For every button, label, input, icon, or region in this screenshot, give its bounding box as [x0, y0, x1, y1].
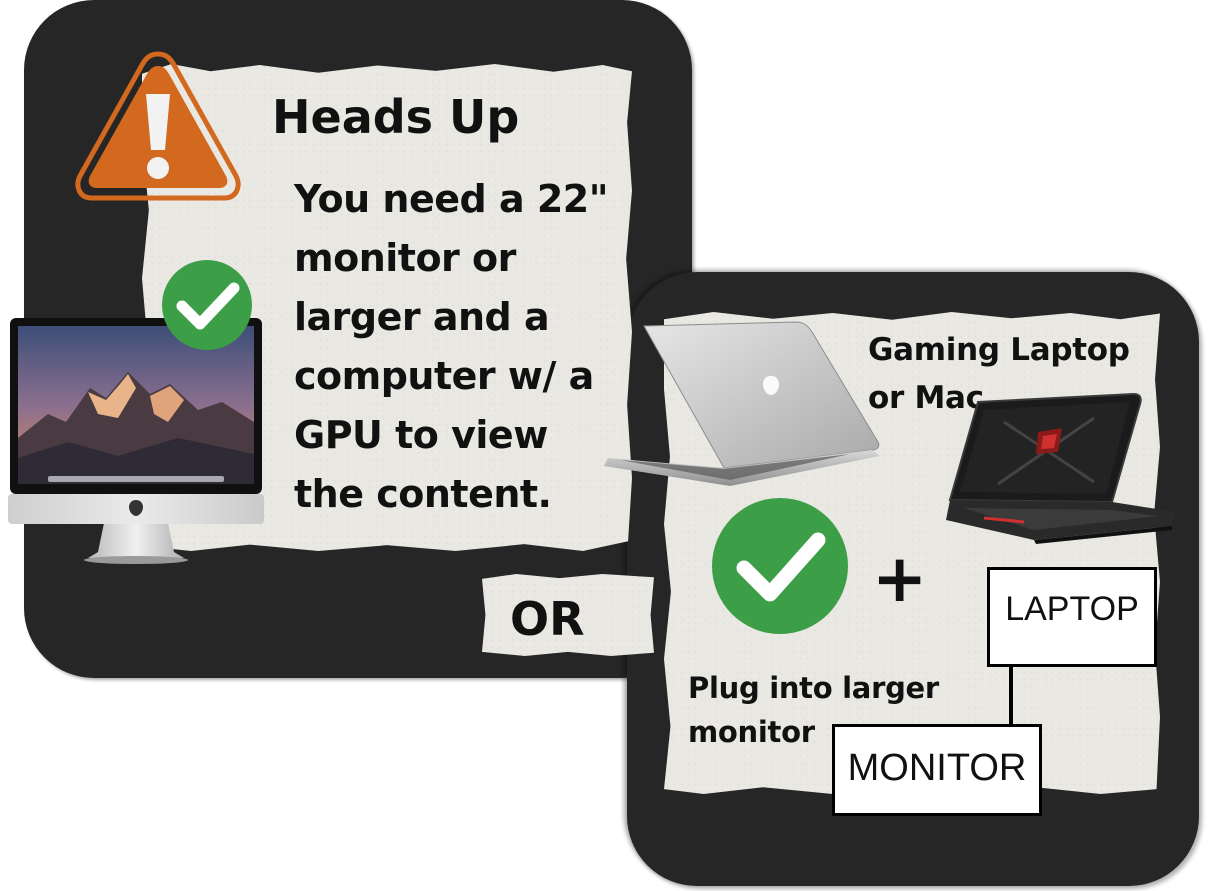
- imac-icon: [8, 318, 264, 564]
- plus-sign: +: [872, 540, 928, 617]
- page-title: Heads Up: [272, 90, 520, 144]
- requirement-line: computer w/ a: [294, 354, 594, 398]
- requirement-line: the content.: [294, 472, 552, 516]
- device-label-line: Gaming Laptop: [868, 332, 1130, 368]
- instruction-text: Plug into larger monitor: [688, 666, 939, 754]
- laptop-box: LAPTOP: [987, 567, 1157, 667]
- gaming-laptop-icon: [946, 392, 1176, 544]
- requirement-line: GPU to view: [294, 413, 548, 457]
- requirement-text: You need a 22" monitor or larger and a c…: [294, 170, 609, 524]
- warning-triangle-icon: [75, 51, 241, 201]
- instruction-line: Plug into larger: [688, 671, 939, 705]
- instruction-line: monitor: [688, 715, 815, 749]
- or-paper: [482, 574, 654, 656]
- monitor-box: MONITOR: [832, 724, 1042, 816]
- requirement-line: monitor or: [294, 236, 516, 280]
- check-circle-icon: [162, 260, 252, 350]
- connector-line: [1009, 666, 1013, 725]
- macbook-icon: [604, 321, 880, 486]
- requirement-line: larger and a: [294, 295, 550, 339]
- or-separator: OR: [510, 592, 585, 646]
- requirement-line: You need a 22": [294, 177, 609, 221]
- check-circle-icon: [712, 498, 848, 634]
- device-label: Gaming Laptop or Mac: [868, 326, 1130, 422]
- device-label-line: or Mac: [868, 380, 984, 416]
